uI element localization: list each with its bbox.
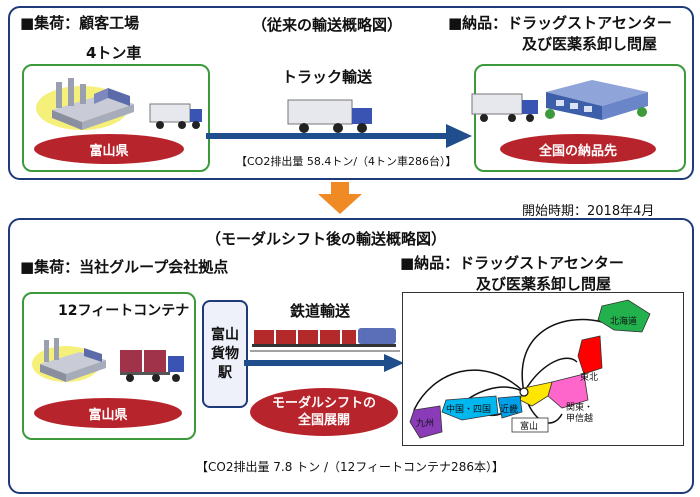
factory-icon-bottom	[32, 338, 106, 382]
bottom-origin-label: ■集荷：当社グループ会社拠点	[20, 258, 229, 276]
map-label-hokkaido: 北海道	[610, 315, 637, 327]
map-label-kanto: 関東・	[566, 401, 593, 413]
factory-icon	[36, 78, 134, 130]
map-label-chugoku: 中国・四国	[446, 403, 491, 415]
top-title: （従来の輸送概略図）	[252, 16, 403, 34]
japan-map: 北海道 東北 関東・ 甲信越 中国・四国 近畿 九州 富山	[409, 299, 651, 439]
container-truck-icon	[120, 350, 184, 382]
station-char-1: 富山	[211, 326, 239, 343]
station-char-2: 貨物	[211, 345, 239, 362]
top-transport-label: トラック輸送	[282, 68, 373, 86]
map-label-toyama: 富山	[520, 420, 538, 432]
top-transport-arrow	[206, 124, 472, 148]
modal-shift-ellipse: モーダルシフトの 全国展開	[250, 388, 398, 436]
rail-label: 鉄道輸送	[290, 302, 351, 320]
freight-train-icon	[250, 328, 400, 352]
truck-icon-center	[287, 99, 372, 133]
bottom-co2-text: 【CO2排出量 7.8 トン /（12フィートコンテナ286本）】	[196, 460, 504, 474]
top-dest-ellipse: 全国の納品先	[500, 134, 656, 164]
map-label-kinki: 近畿	[500, 403, 518, 415]
bottom-dest-label-2: 及び医薬系卸し問屋	[476, 275, 612, 293]
rail-arrow	[244, 354, 404, 372]
top-origin-label: ■集荷：顧客工場	[20, 14, 140, 32]
start-date: 開始時期：2018年4月	[522, 204, 655, 219]
bottom-title: （モーダルシフト後の輸送概略図）	[206, 230, 447, 248]
bottom-origin-ellipse: 富山県	[34, 398, 182, 428]
truck-icon-dest	[471, 93, 538, 122]
top-vehicle-label: 4トン車	[86, 44, 142, 62]
bottom-dest-label-1: ■納品：ドラッグストアセンター	[400, 254, 624, 272]
map-label-kyushu: 九州	[416, 418, 434, 429]
building-icon	[545, 80, 648, 120]
map-label-kanto2: 甲信越	[566, 412, 593, 424]
truck-icon	[149, 103, 202, 129]
toyama-freight-station: 富山 貨物 駅	[202, 300, 248, 408]
top-dest-label-1: ■納品：ドラッグストアセンター	[448, 14, 672, 32]
top-co2-text: 【CO2排出量 58.4トン/（4トン車286台）】	[236, 155, 457, 168]
top-dest-label-2: 及び医薬系卸し問屋	[522, 35, 658, 53]
modal-shift-line-2: 全国展開	[297, 413, 350, 428]
modal-shift-line-1: モーダルシフトの	[271, 396, 376, 411]
down-arrow	[318, 182, 362, 214]
container-label: 12フィートコンテナ	[58, 303, 190, 319]
station-char-3: 駅	[218, 364, 232, 381]
map-label-tohoku: 東北	[580, 371, 598, 383]
top-origin-ellipse: 富山県	[34, 134, 184, 164]
